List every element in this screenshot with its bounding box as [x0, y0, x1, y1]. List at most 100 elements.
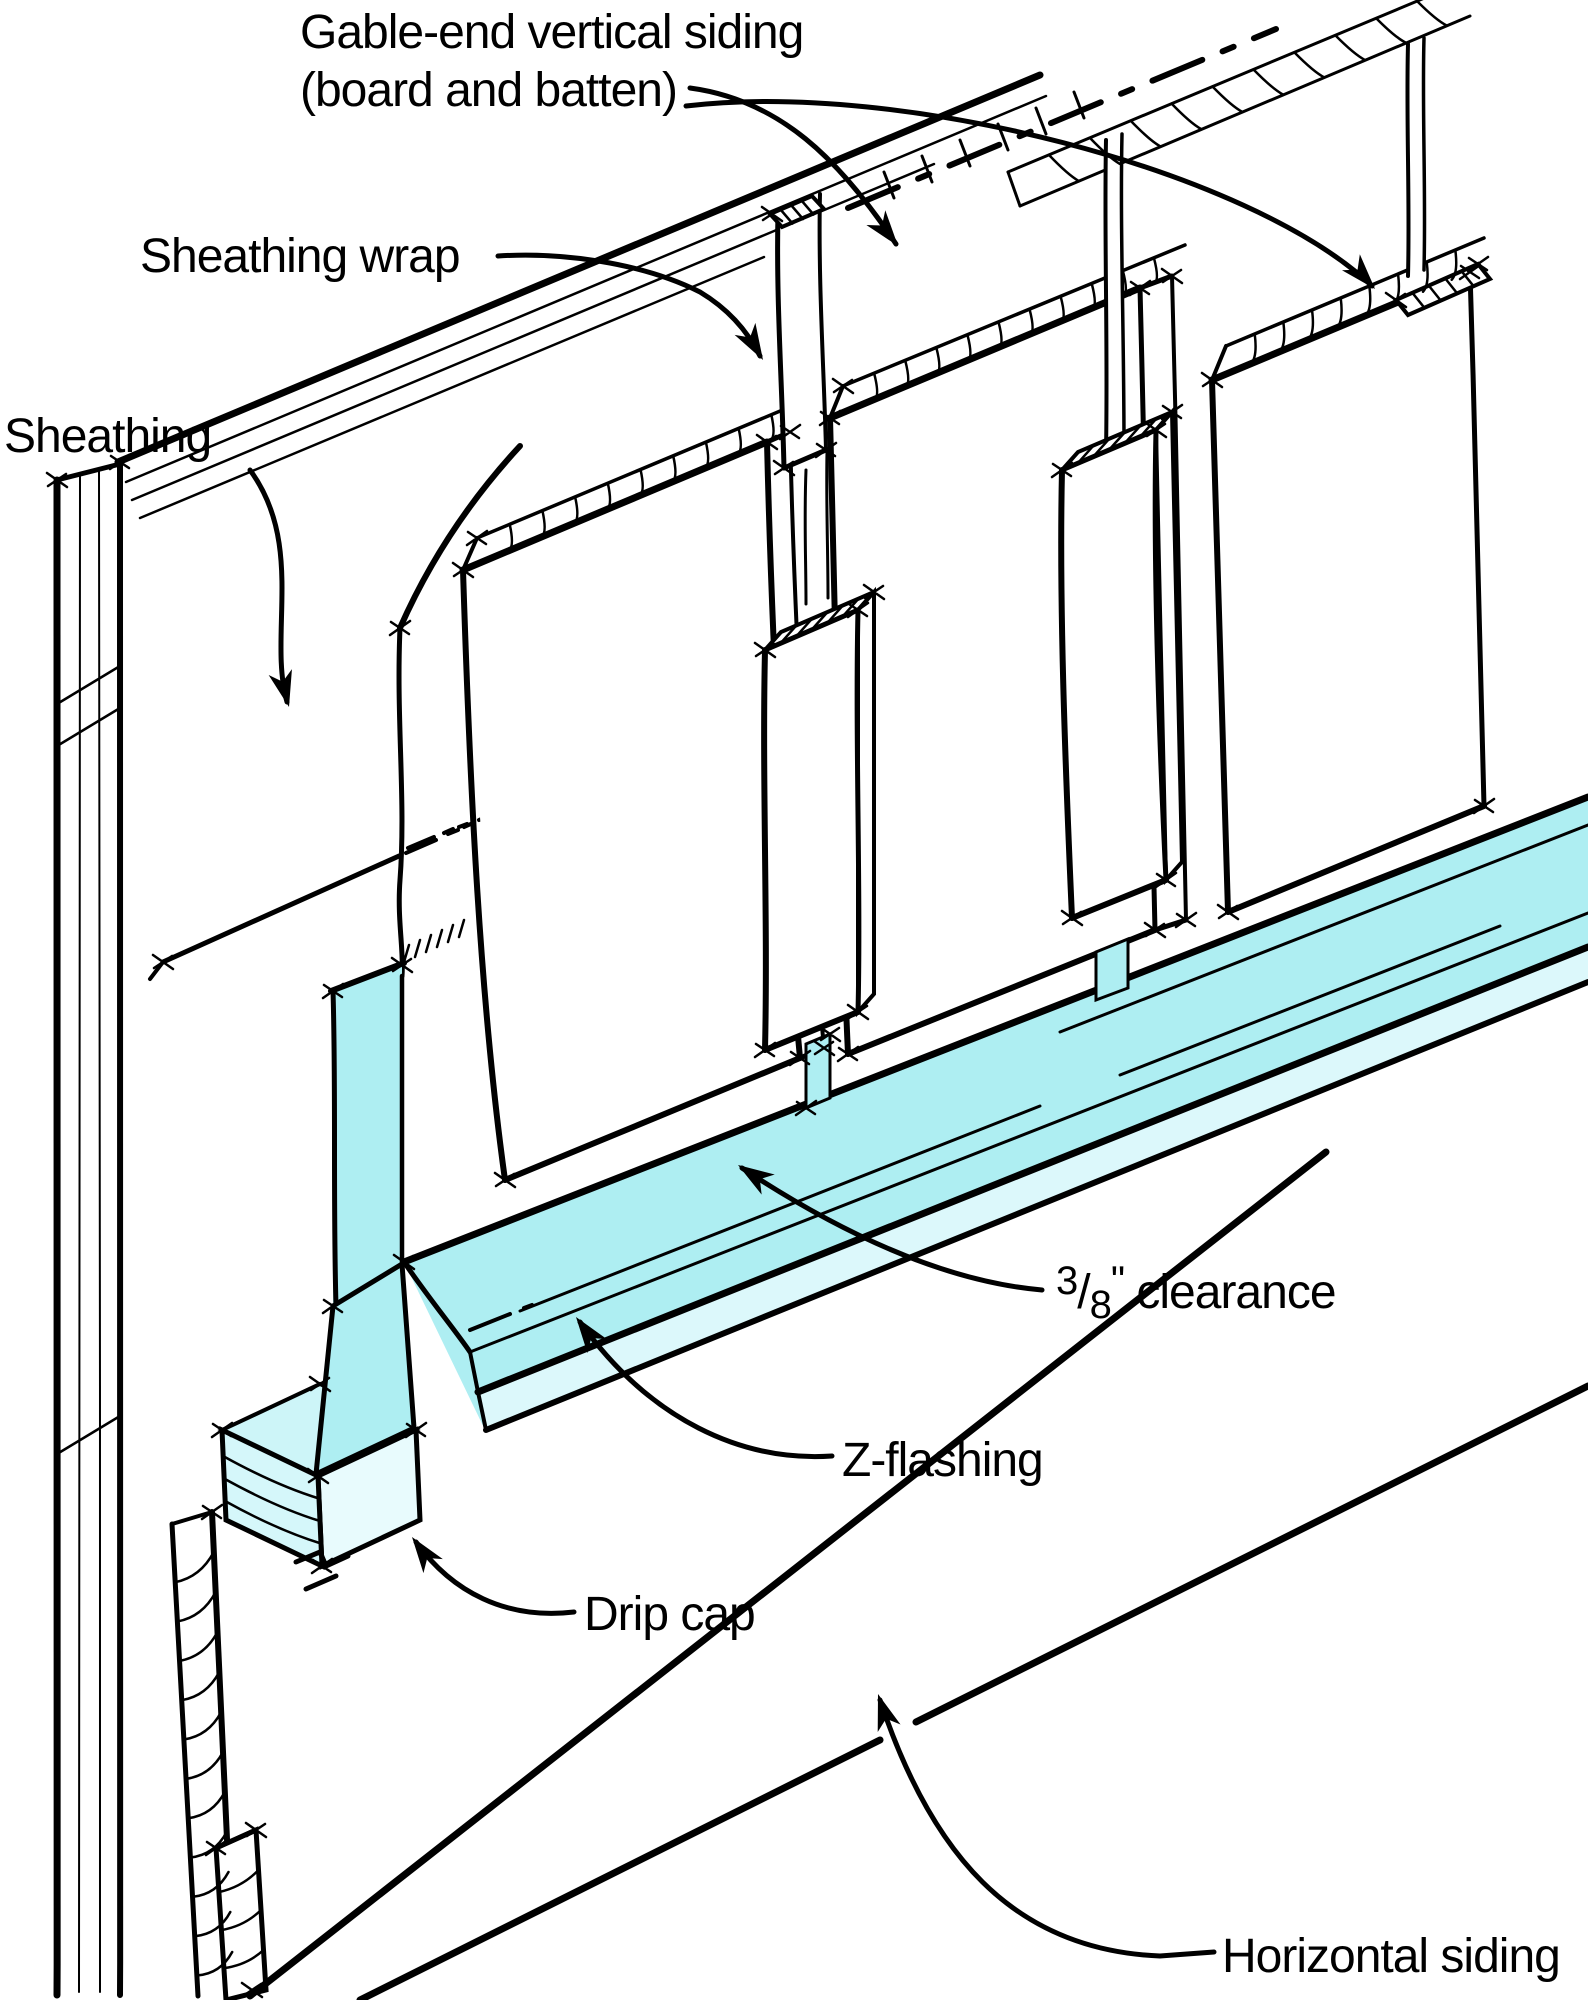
- label-sheathing: Sheathing: [4, 410, 211, 463]
- siding-lap-line: [356, 1382, 1588, 2000]
- board-d-left-edge: [1209, 377, 1231, 915]
- batten-d-strip-fill: [1408, 38, 1424, 276]
- wrap-tear-ticks: [402, 918, 466, 964]
- batten-ab-left: [775, 209, 787, 471]
- wrap-edge-vertical: [396, 625, 405, 979]
- sheathing-top-cap: [54, 461, 123, 483]
- arrow-sheathing-wrap: [495, 252, 763, 359]
- label-gable-siding-line2: (board and batten): [300, 64, 677, 117]
- board-b-grain-rear-edge: [841, 243, 1187, 388]
- drip-cap-hem: [293, 1548, 351, 1592]
- arrow-horizontal-siding: [877, 1697, 1217, 1959]
- board-d: [1208, 236, 1487, 915]
- flashing-left-end: [401, 1259, 473, 1355]
- flashing-kick-fill: [478, 947, 1588, 1432]
- joint-gap-ab: [803, 450, 830, 606]
- flashing-sliver: [1094, 936, 1130, 1003]
- board-a-face: [463, 442, 800, 1180]
- batten-ab-right: [817, 192, 828, 452]
- clearance-slash: /: [1077, 1266, 1091, 1319]
- sheathing-inner-edge: [116, 461, 124, 1998]
- clearance-unit: ": [1111, 1259, 1124, 1303]
- flashing-fold-line: [468, 911, 1588, 1354]
- arrowhead-icon: [1341, 254, 1375, 289]
- wrap-edge-dashdot: [406, 822, 469, 850]
- joint-strip-left: [1103, 138, 1109, 454]
- sheathing-edge: [53, 461, 124, 1999]
- arrow-clearance: [739, 1165, 1045, 1293]
- board-b-side-edge: [1170, 274, 1188, 922]
- board-d-grain-cap: [1210, 344, 1228, 382]
- flashing-leg-fill: [333, 964, 402, 1306]
- rear-band-cap: [1006, 170, 1022, 208]
- sheathing-layer-line: [124, 94, 1048, 484]
- siding-board-top-cap: [170, 1510, 214, 1526]
- board-d-right-edge: [1467, 269, 1487, 809]
- joint-gap-line: [803, 468, 808, 606]
- batten-end-hatch: [1076, 417, 1158, 465]
- board-a-left-edge: [460, 567, 508, 1183]
- wood-grain-line: [1249, 248, 1458, 365]
- sheathing-ply-line: [97, 469, 102, 1993]
- siding-lap-line: [246, 1148, 1330, 2000]
- leader-arrows: [247, 85, 1375, 1959]
- arrowhead-icon: [412, 1537, 443, 1574]
- sheathing-layer-line: [138, 255, 766, 520]
- board-b-top-edge: [826, 284, 1144, 422]
- label-clearance: 3/8" clearance: [1056, 1259, 1336, 1327]
- batten-ml-right: [854, 607, 862, 1015]
- siding-board-left-edge: [169, 1521, 201, 1999]
- rear-band-edge: [1018, 14, 1472, 208]
- wood-grain-line: [872, 256, 1159, 401]
- horizontal-siding-lap-lines: [246, 1148, 1588, 2000]
- wood-grain-line: [217, 1868, 265, 1970]
- batten-mr-left: [1058, 467, 1075, 921]
- board-d-bottom-edge: [1225, 803, 1487, 915]
- generated-decor: [45, 0, 1496, 1999]
- arrowhead-icon: [268, 669, 292, 707]
- wrap-tear-hatching: [882, 90, 1086, 200]
- batten-ab-bottom: [781, 447, 829, 471]
- corner-tick-mark: [45, 205, 1496, 1999]
- batten-ab-fill: [778, 194, 826, 468]
- flashing-kick-edge: [483, 979, 1588, 1433]
- flashing-drip-edge: [474, 943, 1588, 1396]
- arrowhead-icon: [877, 1694, 901, 1732]
- sheathing-outer-edge: [53, 476, 62, 1999]
- board-b-side-bottom: [1152, 917, 1189, 933]
- batten-end-hatch: [779, 597, 860, 645]
- clearance-denominator: 8: [1090, 1283, 1111, 1327]
- board-a-bottom-edge: [502, 1055, 803, 1183]
- batten-d-strip-right: [1421, 36, 1427, 272]
- batten-ml-bottom: [762, 1009, 861, 1053]
- labels: Gable-end vertical siding (board and bat…: [4, 6, 1561, 1983]
- arrowhead-icon: [866, 210, 898, 246]
- batten-mr-side-face: [1153, 406, 1185, 886]
- flashing-sliver: [804, 1031, 832, 1111]
- z-flashing-upper-leg: [328, 960, 407, 1309]
- wrap-edge-hidden-dash: [404, 809, 503, 855]
- board-a-grain-cap: [461, 536, 479, 572]
- flashing-highlight-line: [518, 1104, 1042, 1313]
- flashing-top-edge: [400, 793, 1588, 1266]
- wrap-edge-upper: [397, 443, 523, 631]
- sheathing-wrap-torn-edge: [148, 443, 523, 981]
- flashing-leg-top-edge: [328, 960, 407, 994]
- rear-board-top-band: [1006, 0, 1472, 208]
- arrow-gable-siding-1: [687, 85, 899, 247]
- board-d-grain-rear-edge: [1224, 236, 1486, 348]
- wood-grain-line: [507, 413, 775, 552]
- flashing-dashdot: [468, 1303, 534, 1332]
- flashing-highlight-line: [1058, 823, 1588, 1034]
- batten-d: [1392, 36, 1494, 318]
- joint-strip-right: [1119, 132, 1126, 448]
- batten-middle-left: [761, 586, 876, 1053]
- batten-mr-face-fill: [1062, 430, 1166, 918]
- flashing-gap-slivers: [804, 936, 1130, 1111]
- arrow-z-flashing: [577, 1319, 835, 1460]
- label-z-flashing: Z-flashing: [842, 1434, 1043, 1487]
- clearance-word: clearance: [1124, 1266, 1335, 1319]
- flashing-left-end: [468, 1350, 488, 1432]
- sheathing-ply-line: [78, 473, 82, 1993]
- arrowhead-icon: [576, 1317, 607, 1354]
